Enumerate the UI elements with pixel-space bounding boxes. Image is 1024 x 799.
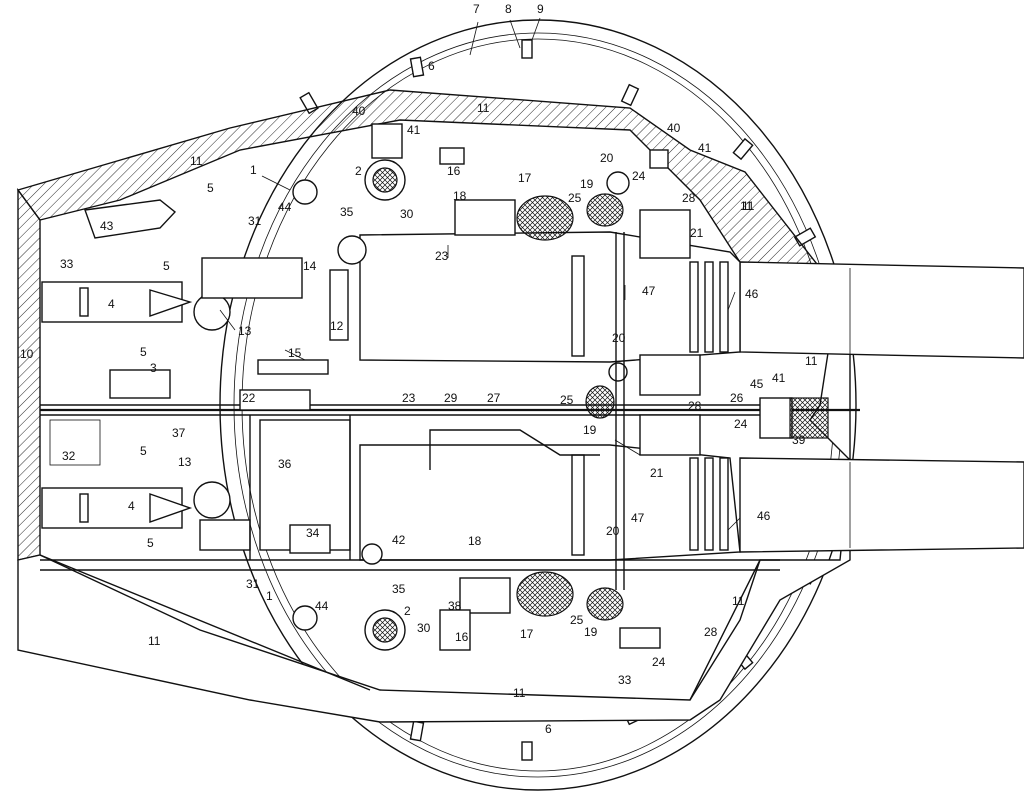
- label-4: 4: [108, 297, 115, 311]
- label-23: 23: [435, 249, 449, 263]
- label-41: 41: [407, 123, 421, 137]
- label-6: 6: [545, 722, 552, 736]
- label-31: 31: [248, 214, 262, 228]
- part-labels: 7 8 9 6 11 40 41 16 2 1 11 5 44 31 43 35…: [20, 2, 818, 736]
- label-13: 13: [238, 324, 252, 338]
- label-1: 1: [266, 589, 273, 603]
- label-15: 15: [288, 346, 302, 360]
- label-27: 27: [487, 391, 501, 405]
- label-28: 28: [682, 191, 696, 205]
- label-34: 34: [306, 526, 320, 540]
- label-11: 11: [148, 634, 161, 648]
- label-41: 41: [772, 371, 786, 385]
- label-45: 45: [750, 377, 764, 391]
- label-16: 16: [455, 630, 469, 644]
- label-43: 43: [100, 219, 114, 233]
- label-24: 24: [652, 655, 666, 669]
- label-25: 25: [570, 613, 584, 627]
- label-19: 19: [580, 177, 594, 191]
- label-31: 31: [246, 577, 260, 591]
- label-5: 5: [140, 345, 147, 359]
- label-36: 36: [278, 457, 292, 471]
- label-14: 14: [303, 259, 317, 273]
- label-20: 20: [606, 524, 620, 538]
- label-33: 33: [618, 673, 632, 687]
- seats-and-handwheels: [193, 159, 630, 651]
- label-37: 37: [172, 426, 186, 440]
- label-28: 28: [688, 399, 702, 413]
- label-7: 7: [473, 2, 480, 16]
- label-29: 29: [444, 391, 458, 405]
- label-18: 18: [453, 189, 467, 203]
- label-25: 25: [560, 393, 574, 407]
- label-32: 32: [62, 449, 76, 463]
- recuperators: [516, 193, 624, 621]
- armour-walls: [16, 89, 851, 723]
- label-10: 10: [20, 347, 34, 361]
- label-17: 17: [518, 171, 532, 185]
- label-11: 11: [740, 199, 753, 213]
- label-46: 46: [757, 509, 771, 523]
- label-5: 5: [207, 181, 214, 195]
- breech-bands: [571, 255, 729, 556]
- label-35: 35: [340, 205, 354, 219]
- label-17: 17: [520, 627, 534, 641]
- label-11: 11: [732, 594, 745, 608]
- label-12: 12: [330, 319, 344, 333]
- label-24: 24: [632, 169, 646, 183]
- label-18: 18: [468, 534, 482, 548]
- leader-lines: [219, 17, 741, 531]
- label-4: 4: [128, 499, 135, 513]
- label-30: 30: [400, 207, 414, 221]
- label-28: 28: [704, 625, 718, 639]
- label-11: 11: [513, 686, 526, 700]
- label-8: 8: [505, 2, 512, 16]
- label-9: 9: [537, 2, 544, 16]
- label-46: 46: [745, 287, 759, 301]
- label-5: 5: [147, 536, 154, 550]
- ammunition-trays: [41, 199, 193, 529]
- label-44: 44: [315, 599, 329, 613]
- label-22: 22: [242, 391, 256, 405]
- label-38: 38: [448, 599, 462, 613]
- label-11: 11: [742, 199, 755, 213]
- label-2: 2: [404, 604, 411, 618]
- label-20: 20: [600, 151, 614, 165]
- label-35: 35: [392, 582, 406, 596]
- label-30: 30: [417, 621, 431, 635]
- label-5: 5: [140, 444, 147, 458]
- label-2: 2: [355, 164, 362, 178]
- label-20: 20: [612, 331, 626, 345]
- label-1: 1: [250, 163, 257, 177]
- label-40: 40: [667, 121, 681, 135]
- label-47: 47: [631, 511, 645, 525]
- label-3: 3: [150, 361, 157, 375]
- label-21: 21: [690, 226, 704, 240]
- label-44: 44: [278, 200, 292, 214]
- label-11: 11: [190, 154, 203, 168]
- label-13: 13: [178, 455, 192, 469]
- label-40: 40: [352, 104, 366, 118]
- label-24: 24: [734, 417, 748, 431]
- label-39: 39: [792, 433, 806, 447]
- label-19: 19: [584, 625, 598, 639]
- label-25: 25: [568, 191, 582, 205]
- label-16: 16: [447, 164, 461, 178]
- label-23: 23: [402, 391, 416, 405]
- label-33: 33: [60, 257, 74, 271]
- label-26: 26: [730, 391, 744, 405]
- label-11: 11: [805, 354, 818, 368]
- label-5: 5: [163, 259, 170, 273]
- label-6: 6: [428, 59, 435, 73]
- label-21: 21: [650, 466, 664, 480]
- label-41: 41: [698, 141, 712, 155]
- mechanisms: [49, 123, 829, 651]
- label-42: 42: [392, 533, 406, 547]
- label-11: 11: [477, 101, 490, 115]
- gun-barrels: [40, 231, 1024, 571]
- label-19: 19: [583, 423, 597, 437]
- label-47: 47: [642, 284, 656, 298]
